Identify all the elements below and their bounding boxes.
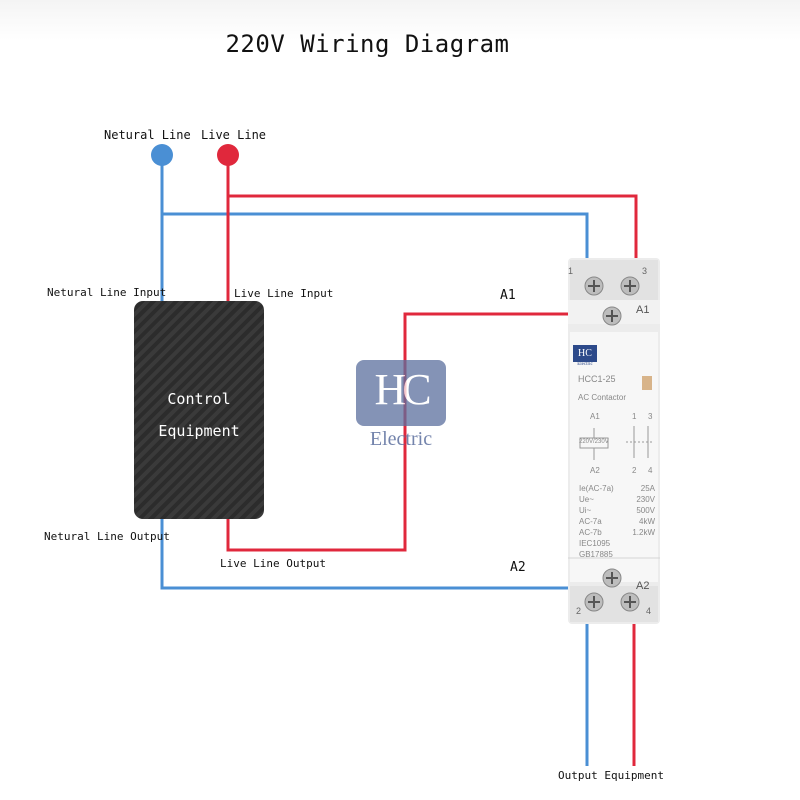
- schematic-2: 2: [632, 466, 637, 475]
- spec-key: AC-7b: [579, 528, 602, 537]
- neutral-wire-output: [160, 519, 607, 590]
- spec-key: Ui~: [579, 506, 592, 515]
- spec-key: GB17885: [579, 550, 613, 559]
- live-wire-output: [226, 312, 612, 552]
- schematic-a2: A2: [590, 466, 600, 475]
- device-brand-sub: Electric: [577, 362, 593, 367]
- device-model: HCC1-25: [578, 374, 616, 384]
- spec-value: 25A: [640, 484, 655, 493]
- spec-value: 500V: [636, 506, 655, 515]
- spec-value: 4kW: [639, 517, 655, 526]
- control-equipment-box: Control Equipment: [134, 301, 264, 519]
- spec-value: 230V: [636, 495, 655, 504]
- output-equipment-label: Output Equipment: [558, 769, 664, 782]
- live-line-terminal: [217, 144, 239, 166]
- schematic-coil: 220V/230V: [579, 439, 609, 445]
- schematic-1: 1: [632, 412, 637, 421]
- device-a1: A1: [636, 304, 650, 316]
- spec-value: 1.2kW: [632, 528, 655, 537]
- control-equipment-line1: Control: [167, 390, 231, 408]
- spec-key: AC-7a: [579, 517, 602, 526]
- watermark-logo: HC: [356, 360, 446, 426]
- neutral-input-label: Netural Line Input: [47, 286, 167, 299]
- watermark-logo-mark: HC: [374, 365, 431, 414]
- schematic-3: 3: [648, 412, 653, 421]
- a1-label: A1: [500, 288, 516, 303]
- a2-label: A2: [510, 560, 526, 575]
- live-output-label: Live Line Output: [220, 557, 326, 570]
- device-terminal-1: 1: [568, 266, 574, 276]
- device-terminal-2: 2: [576, 606, 582, 616]
- neutral-output-label: Netural Line Output: [44, 530, 170, 543]
- schematic-4: 4: [648, 466, 653, 475]
- neutral-wire-to-terminal-1: [162, 212, 589, 262]
- device-terminal-3: 3: [642, 266, 648, 276]
- neutral-line-terminal: [151, 144, 173, 166]
- live-line-label: Live Line: [201, 128, 267, 142]
- neutral-line-label: Netural Line: [104, 128, 191, 142]
- live-input-label: Live Line Input: [234, 287, 334, 300]
- live-wire-to-terminal-3: [228, 194, 638, 262]
- device-a2: A2: [636, 580, 650, 592]
- schematic-a1: A1: [590, 412, 600, 421]
- spec-key: IEC1095: [579, 539, 611, 548]
- spec-key: Ie(AC-7a): [579, 484, 614, 493]
- device-type: AC Contactor: [578, 393, 627, 402]
- watermark-logo-sub: Electric: [369, 428, 433, 450]
- spec-key: Ue~: [579, 495, 594, 504]
- page-title: 220V Wiring Diagram: [225, 30, 510, 58]
- device-brand-logo: HC: [573, 345, 597, 362]
- control-equipment-line2: Equipment: [158, 422, 240, 440]
- device-terminal-4: 4: [646, 606, 652, 616]
